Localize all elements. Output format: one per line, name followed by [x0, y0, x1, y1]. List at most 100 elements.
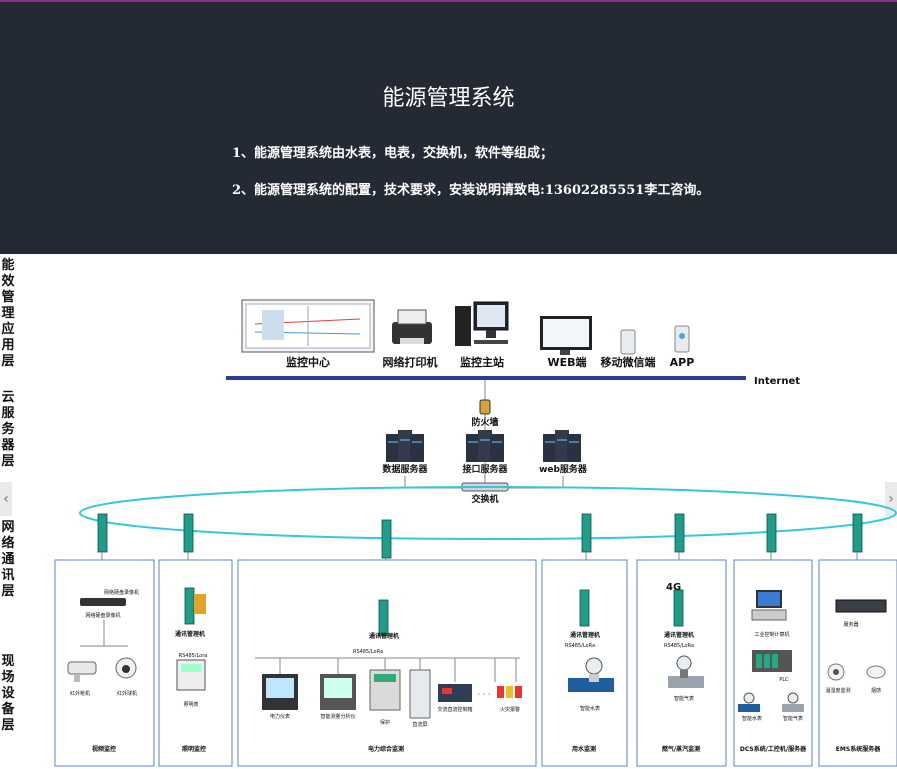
mobile-wechat-label: 移动微信端	[601, 355, 656, 369]
water-manager-label: 通讯管理机	[570, 631, 600, 639]
mobile-phone-icon	[620, 329, 636, 355]
gas-protocol-label: RS485/LoRa	[664, 643, 694, 649]
power-device-2-label: 智能测量分析仪	[320, 713, 355, 720]
ems-server-icon	[835, 599, 887, 613]
accent-panel	[194, 594, 206, 614]
gateway-icon	[852, 513, 863, 553]
interface-server-icon	[466, 430, 504, 462]
gateway-icon	[766, 513, 777, 553]
data-server-label: 数据服务器	[382, 463, 428, 475]
firewall-icon	[479, 399, 491, 415]
monitor-center-label: 监控中心	[286, 355, 330, 369]
web-client-label: WEB端	[547, 355, 586, 369]
water-comm-manager-icon	[579, 589, 590, 627]
description-line-1: 1、能源管理系统由水表，电表，交换机，软件等组成；	[232, 146, 554, 161]
lighting-protocol-label: RS485/Lora	[179, 653, 208, 659]
ems-device-1-label: 温湿度监测	[825, 687, 850, 694]
temperature-sensor-icon	[827, 663, 845, 681]
monitor-center-screen-icon	[241, 299, 375, 353]
prev-arrow-button[interactable]: ‹	[0, 482, 12, 516]
web-server-label: web服务器	[539, 463, 588, 475]
power-device-3-label: 保护	[380, 719, 390, 726]
panel-dcs-title: DCS系统/工控机/服务器	[740, 745, 807, 753]
fire-alarm-icon	[497, 686, 522, 698]
industrial-pc-icon	[751, 590, 787, 621]
panel-power-title: 电力综合监测	[368, 745, 404, 753]
gas-manager-label: 通讯管理机	[664, 631, 694, 639]
power-meter-icon	[262, 674, 298, 710]
plc-icon	[752, 650, 792, 672]
interface-server-label: 接口服务器	[462, 463, 508, 475]
gas-meter-icon	[668, 655, 704, 688]
firewall-label: 防火墙	[471, 416, 498, 428]
analyzer-icon	[320, 674, 356, 710]
dome-camera-icon	[115, 657, 137, 679]
system-diagram: 能效管理应用层 云服务器层 网络通讯层 现场设备层 ‹ › 监控中心 网络打印机	[0, 254, 897, 769]
workstation-icon	[455, 301, 509, 346]
app-label: APP	[670, 356, 695, 369]
protection-device-icon	[369, 669, 401, 711]
layer-label-network: 网络通讯层	[1, 520, 15, 599]
dcs-gas-meter-icon	[782, 692, 804, 712]
web-client-monitor-icon	[540, 316, 592, 355]
panel-video-title: 视频监控	[92, 745, 116, 753]
bullet-camera-icon	[67, 661, 97, 682]
control-box-icon	[438, 684, 472, 702]
panel-ems-title: EMS系统服务器	[836, 745, 881, 753]
app-phone-icon	[674, 325, 690, 353]
panel-ems-box	[818, 559, 897, 767]
nvr-icon	[80, 598, 126, 606]
layer-label-application: 能效管理应用层	[1, 258, 15, 369]
ems-device-2-label: 烟感	[871, 687, 881, 694]
power-device-1-label: 电力仪表	[270, 713, 290, 720]
water-protocol-label: RS485/LoRa	[565, 643, 595, 649]
power-protocol-label: RS485/LoRa	[353, 649, 383, 655]
panel-gas-box	[636, 559, 727, 767]
ring-gateways	[97, 513, 863, 559]
panel-dcs-box	[733, 559, 813, 767]
gateway-icon	[97, 513, 108, 553]
bullet-camera-label: 红外枪机	[70, 690, 90, 697]
comm-manager-icon	[184, 587, 195, 625]
gas-comm-manager-icon	[673, 589, 684, 627]
gateway-icon	[674, 513, 685, 553]
power-manager-label: 通讯管理机	[369, 632, 399, 640]
power-comm-manager-icon	[378, 599, 389, 637]
panel-gas-title: 燃气/蒸汽监测	[662, 745, 700, 753]
monitor-host-label: 监控主站	[460, 355, 504, 369]
water-meter-icon	[568, 657, 614, 692]
gateway-icon	[183, 513, 194, 553]
dcs-plc-label: PLC	[779, 677, 789, 683]
power-device-6-label: 火灾报警	[500, 706, 520, 713]
data-server-icon	[386, 430, 424, 462]
gas-meter-label: 智能气表	[674, 695, 694, 702]
printer-icon	[392, 309, 432, 344]
panel-water-box	[541, 559, 628, 767]
power-device-4-label: 直流屏	[412, 721, 427, 728]
panel-power-box	[237, 559, 537, 767]
gateway-icon	[381, 519, 392, 559]
gateway-icon	[581, 513, 592, 553]
dcs-water-meter-icon	[738, 692, 760, 712]
panel-lighting-title: 照明监控	[182, 745, 206, 753]
dcs-ipc-label: 工业控制计算机	[754, 631, 789, 638]
nvr-label: 网络硬盘录像机	[85, 612, 120, 619]
internet-label: Internet	[754, 376, 800, 387]
lighting-meter-label: 照明表	[183, 701, 198, 708]
panel-lighting-box	[158, 559, 233, 767]
web-server-icon	[543, 430, 581, 462]
panel-video-box	[54, 559, 155, 767]
water-meter-label: 智能水表	[580, 705, 600, 712]
panel-water-title: 用水监测	[571, 745, 596, 753]
network-ring	[79, 486, 897, 540]
dome-camera-label: 红外球机	[117, 690, 137, 697]
switch-label: 交换机	[471, 493, 498, 505]
gas-4g-badge: 4G	[666, 582, 681, 593]
svg-text:· · ·: · · ·	[478, 690, 491, 699]
smoke-detector-icon	[866, 665, 886, 679]
page-title: 能源管理系统	[382, 86, 515, 111]
lighting-manager-label: 通讯管理机	[175, 630, 205, 638]
dc-panel-icon	[409, 669, 431, 719]
dcs-device-2-label: 智能气表	[783, 715, 803, 722]
layer-label-field: 现场设备层	[1, 654, 15, 733]
